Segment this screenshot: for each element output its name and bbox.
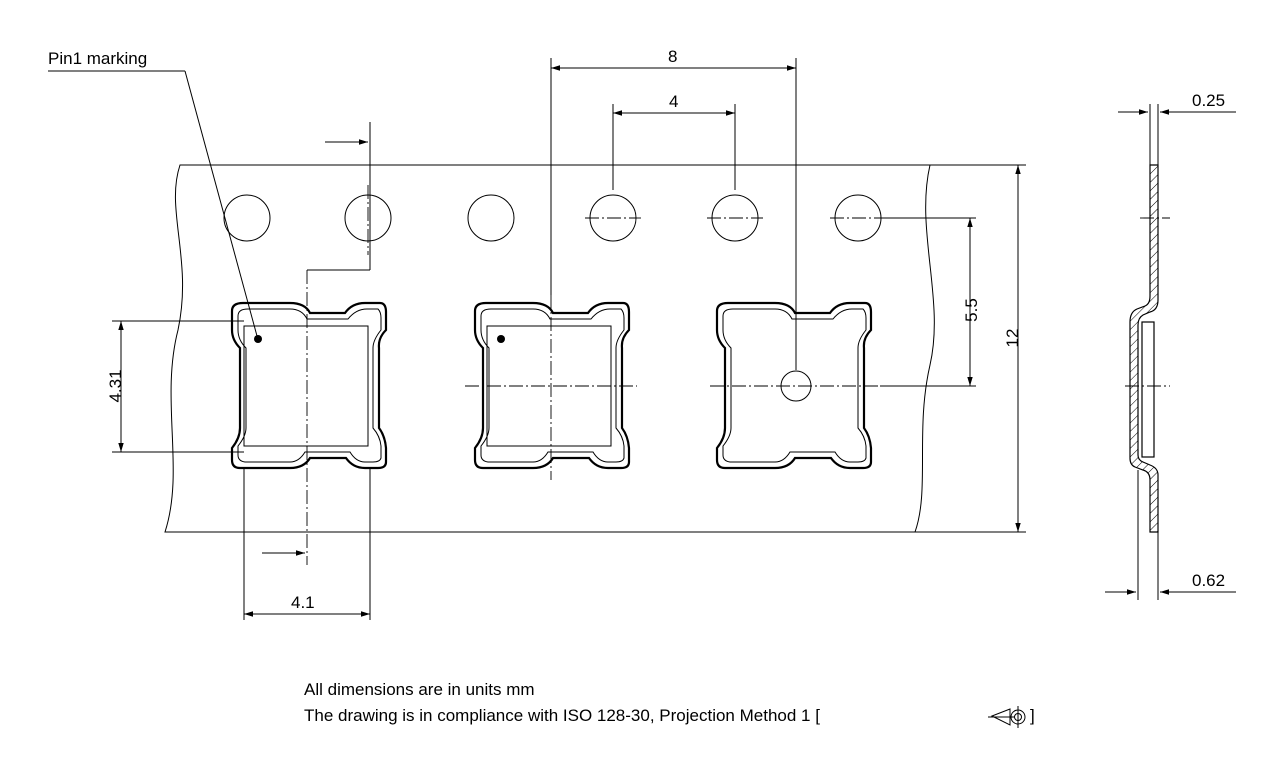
dim-0-25: 0.25 bbox=[1192, 91, 1225, 110]
carrier-tape-outline bbox=[164, 164, 935, 533]
extension-lines bbox=[112, 58, 1026, 620]
dim-pitch: 8 bbox=[668, 47, 677, 66]
pocket-2 bbox=[473, 301, 631, 470]
dim-4-1: 4.1 bbox=[291, 593, 315, 612]
note-compliance-end: ] bbox=[1030, 706, 1035, 725]
pin1-label: Pin1 marking bbox=[48, 49, 147, 68]
pocket-3 bbox=[715, 301, 873, 470]
note-compliance: The drawing is in compliance with ISO 12… bbox=[304, 706, 820, 725]
projection-symbol-icon bbox=[988, 706, 1026, 728]
dim-hole-pitch: 4 bbox=[669, 92, 678, 111]
dim-5-5: 5.5 bbox=[962, 298, 981, 322]
side-section bbox=[1105, 104, 1236, 600]
dimension-lines bbox=[118, 65, 1021, 617]
dim-0-62: 0.62 bbox=[1192, 571, 1225, 590]
note-units: All dimensions are in units mm bbox=[304, 680, 535, 699]
centre-lines bbox=[306, 270, 880, 565]
dim-12: 12 bbox=[1003, 329, 1022, 348]
sprocket-holes bbox=[223, 185, 886, 255]
pin1-leader bbox=[48, 70, 258, 337]
dim-4-31: 4.31 bbox=[106, 369, 125, 402]
pocket-1 bbox=[230, 301, 388, 470]
